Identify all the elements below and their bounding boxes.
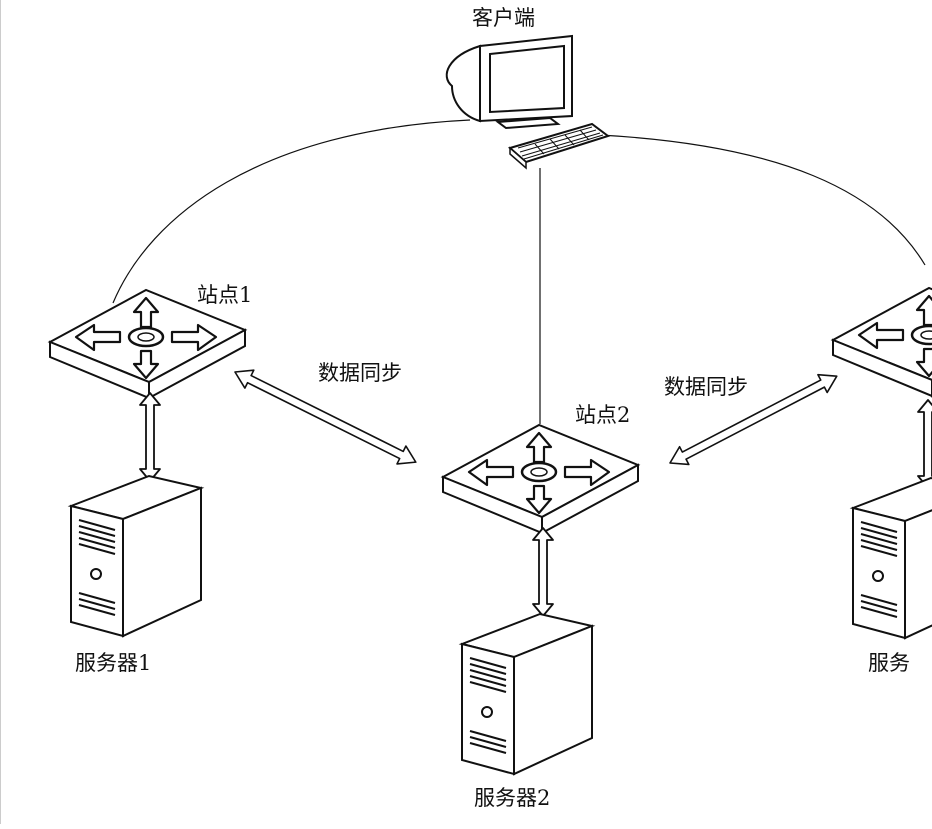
server-tower-icon (461, 613, 593, 775)
client-label: 客户端 (472, 6, 535, 30)
server-tower-icon (852, 477, 932, 639)
sync-label-2: 数据同步 (664, 375, 748, 399)
sync-label-1: 数据同步 (318, 361, 402, 385)
router-switch-icon (831, 286, 932, 398)
server-tower-icon (70, 475, 202, 637)
desktop-computer-icon (445, 35, 609, 169)
server2-label: 服务器2 (474, 786, 551, 810)
link-client-site1 (112, 119, 471, 304)
router-switch-icon (441, 423, 640, 535)
link-site1-server1 (139, 392, 161, 482)
server1-label: 服务器1 (75, 651, 152, 675)
link-site2-server2 (532, 527, 554, 617)
server3-label: 服务 (868, 651, 910, 675)
site2-label: 站点2 (575, 403, 631, 427)
link-client-site3 (599, 134, 926, 266)
site1-label: 站点1 (197, 283, 253, 307)
sync-arrow-site1-site2 (234, 369, 417, 465)
sync-arrow-site2-site3 (669, 373, 838, 466)
link-site3-server3 (917, 399, 932, 489)
